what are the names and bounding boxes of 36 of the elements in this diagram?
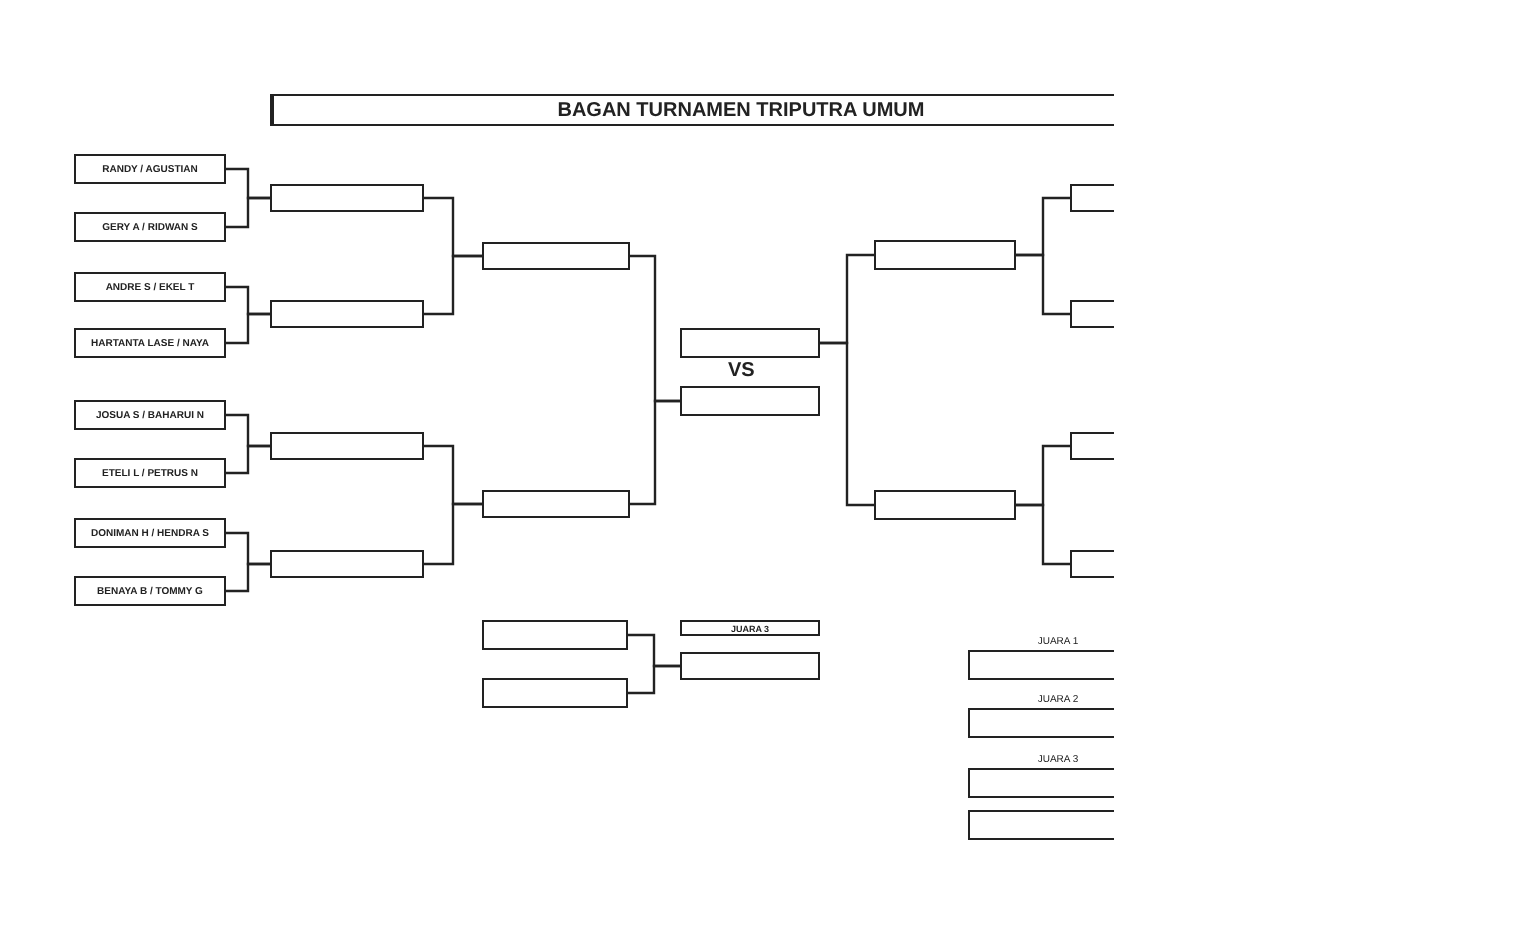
- bracket-slot: [680, 386, 820, 416]
- team-slot: [74, 212, 226, 242]
- bracket-slot: [482, 678, 628, 708]
- bracket-line: [424, 254, 482, 316]
- bracket-slot: [874, 240, 1016, 270]
- bracket-slot: [968, 810, 1114, 840]
- bracket-line: [226, 312, 270, 345]
- team-slot: [74, 576, 226, 606]
- bracket-slot: [270, 432, 424, 460]
- team-slot: [74, 458, 226, 488]
- team-slot: [74, 518, 226, 548]
- bracket-slot: [482, 242, 630, 270]
- bracket-slot: [482, 620, 628, 650]
- bracket-line: [820, 341, 874, 507]
- vs-label: VS: [728, 360, 755, 382]
- bracket-line: [628, 664, 680, 695]
- bracket-line: [1016, 503, 1070, 566]
- bracket-line: [1016, 253, 1070, 316]
- bracket-slot: [874, 490, 1016, 520]
- bracket-slot: [270, 550, 424, 578]
- team-slot: [680, 620, 820, 636]
- team-slot: [74, 272, 226, 302]
- team-slot: [74, 154, 226, 184]
- bracket-line: [226, 196, 270, 229]
- bracket-line: [424, 502, 482, 566]
- bracket-line: [630, 399, 680, 506]
- bracket-line: [226, 562, 270, 593]
- title: BAGAN TURNAMEN TRIPUTRA UMUM: [557, 99, 925, 121]
- bracket-slot: [482, 490, 630, 518]
- bracket-line: [226, 444, 270, 475]
- team-slot: [74, 400, 226, 430]
- bracket-slot: [270, 300, 424, 328]
- bracket-slot: [270, 184, 424, 212]
- team-slot: [74, 328, 226, 358]
- bracket-slot: [680, 328, 820, 358]
- bracket-slot: [680, 652, 820, 680]
